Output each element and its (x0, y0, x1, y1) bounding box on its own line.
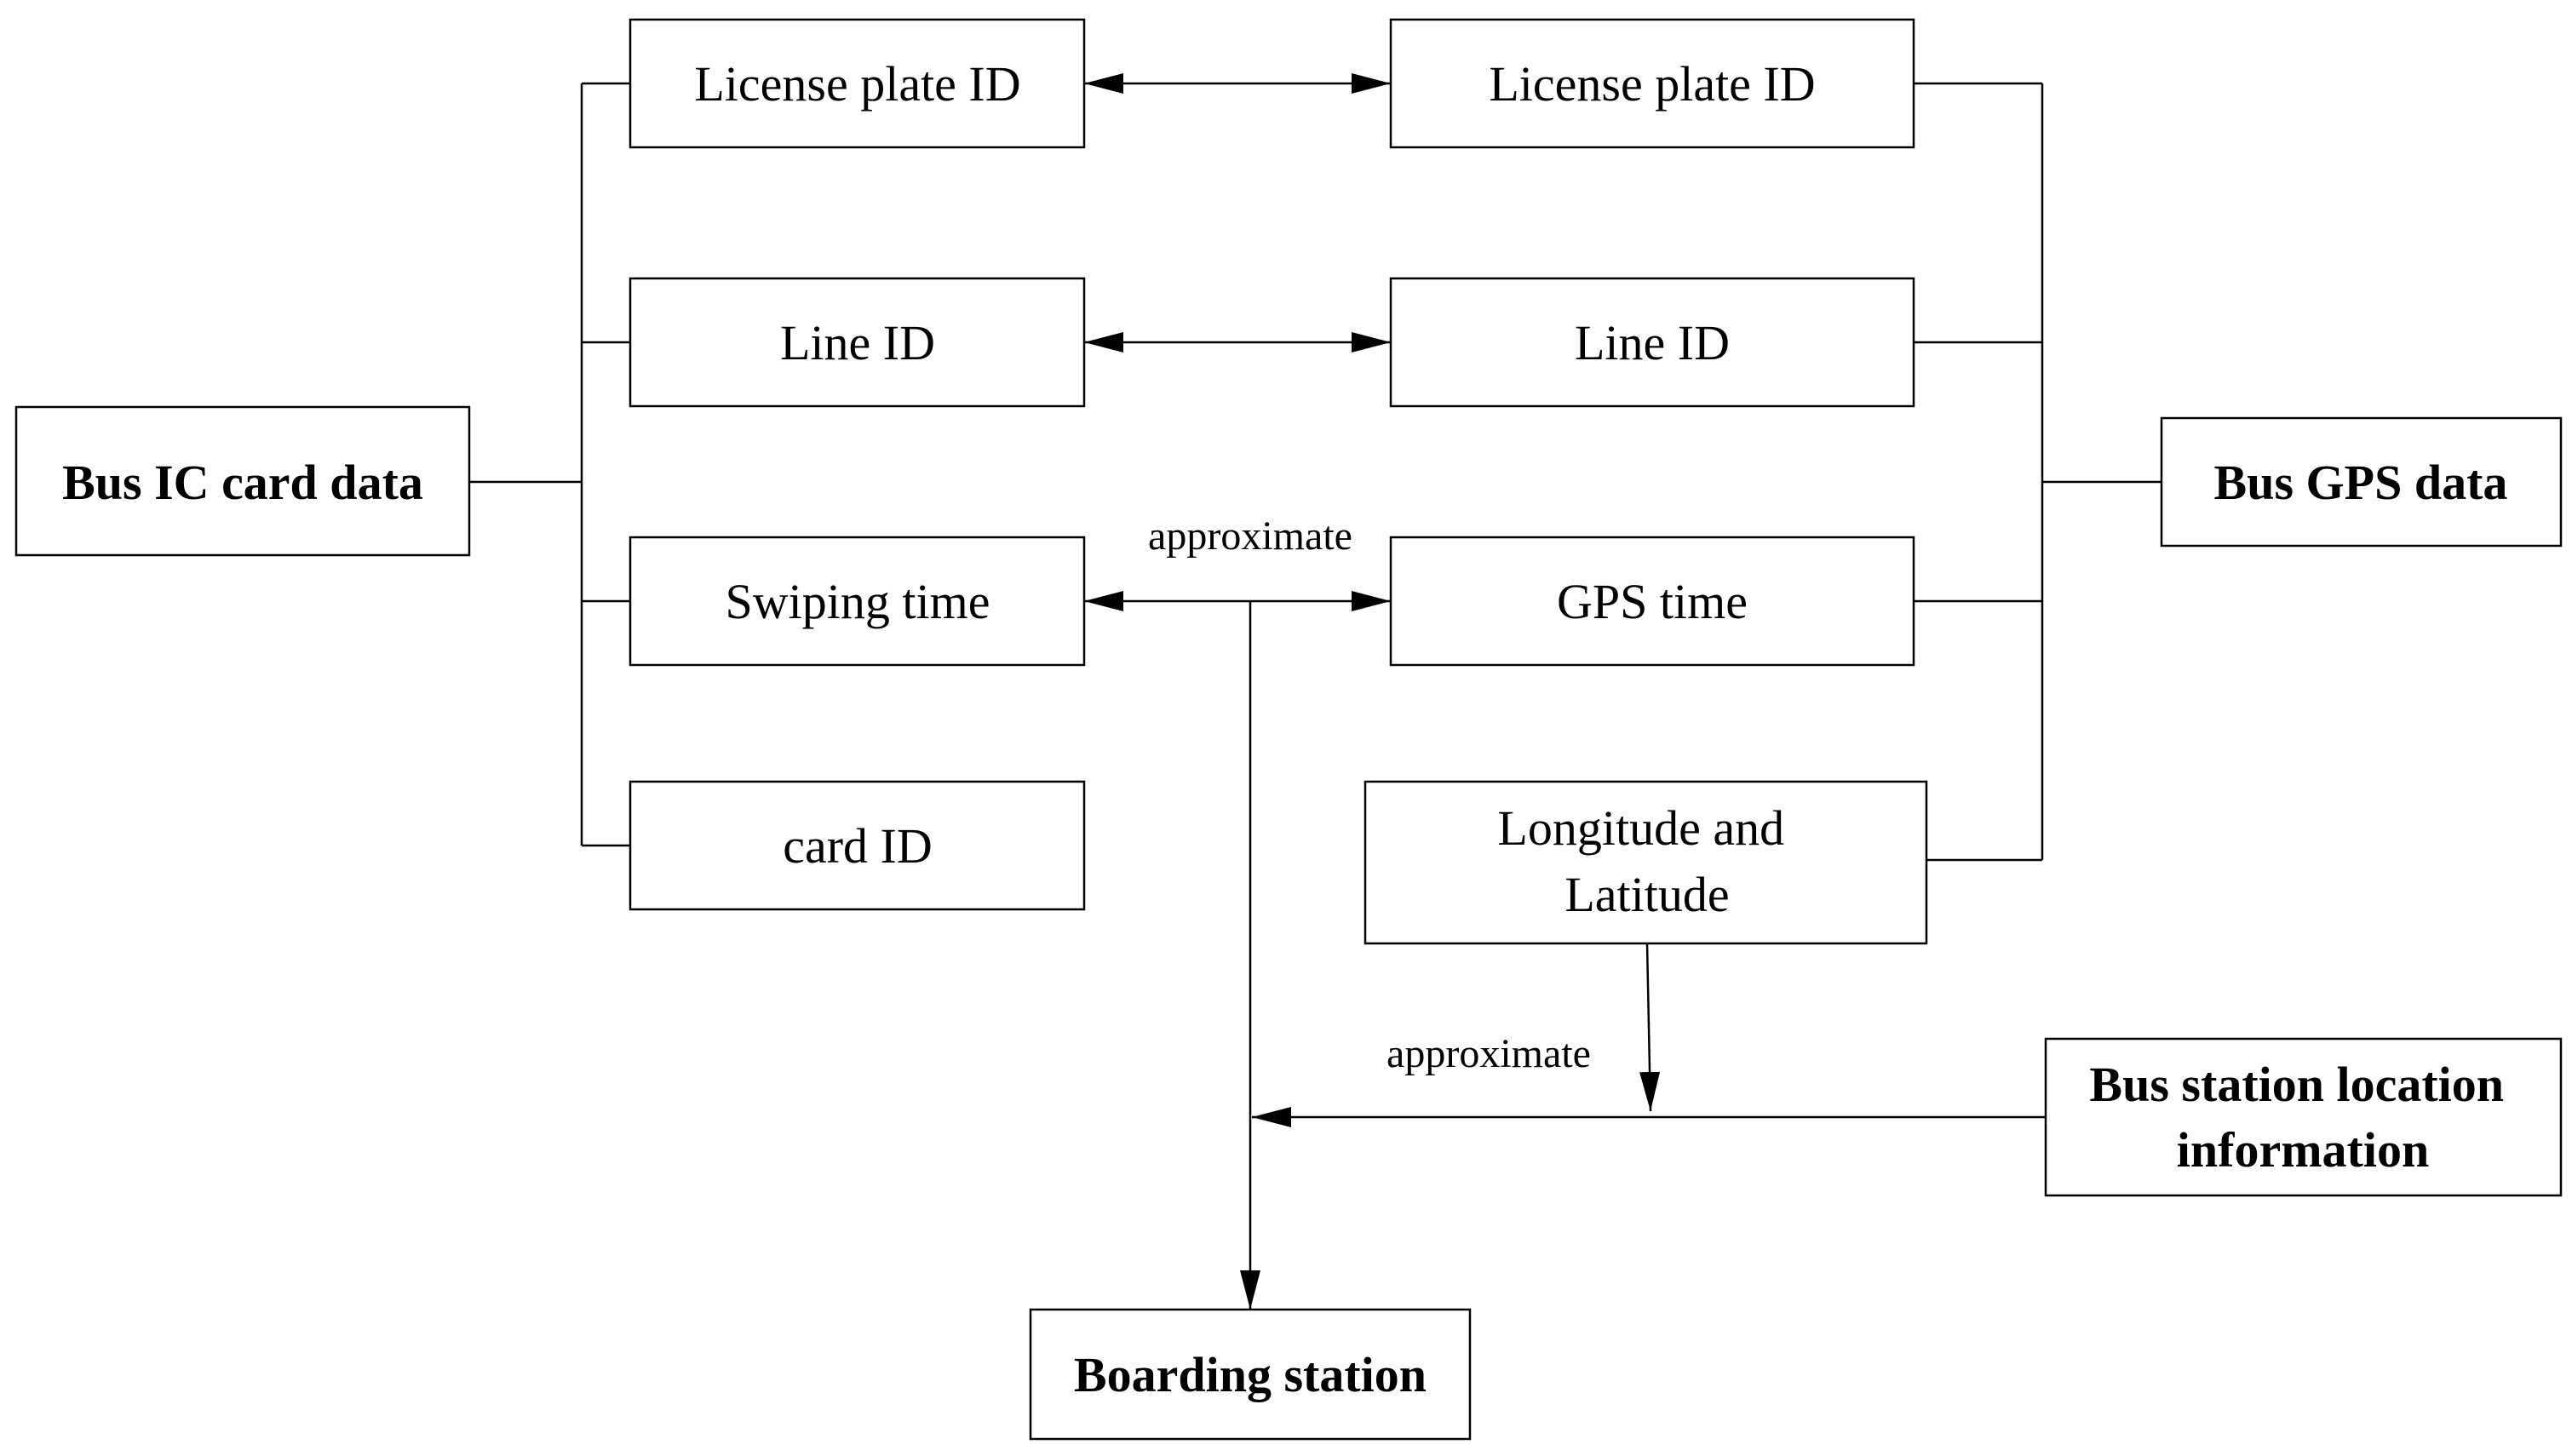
gps-line-id-label: Line ID (1575, 315, 1730, 370)
gps-time-label: GPS time (1557, 574, 1748, 629)
gps-data-bracket (1914, 82, 2162, 862)
gps-longitude-latitude-label: Longitude and Latitude (1497, 800, 1796, 922)
ic-card-bracket (469, 82, 630, 847)
time-approximate-label: approximate (1148, 513, 1352, 559)
bus-station-location-information-line-2: information (2177, 1122, 2429, 1178)
bus-gps-data-label: Bus GPS data (2214, 455, 2508, 510)
gps-longitude-latitude-line-1: Longitude and (1497, 800, 1784, 856)
boarding-station-label: Boarding station (1074, 1347, 1427, 1402)
ic-line-id-label: Line ID (780, 315, 935, 370)
gps-time-node: GPS time (1389, 536, 1915, 667)
location-approximate-arrow (1639, 943, 1661, 1112)
bus-ic-card-data-label: Bus IC card data (62, 455, 423, 510)
bus-station-location-information-label: Bus station location information (2089, 1057, 2516, 1178)
ic-swiping-time-label: Swiping time (726, 574, 990, 629)
bus-gps-data-node: Bus GPS data (2160, 416, 2563, 547)
ic-card-id-node: card ID (629, 780, 1086, 911)
gps-license-plate-id-node: License plate ID (1389, 18, 1915, 149)
location-approximate-label: approximate (1386, 1031, 1591, 1076)
gps-license-plate-id-label: License plate ID (1489, 56, 1815, 112)
ic-license-plate-id-label: License plate ID (694, 56, 1020, 112)
ic-license-plate-id-node: License plate ID (629, 18, 1086, 149)
boarding-station-node: Boarding station (1029, 1308, 1472, 1441)
ic-swiping-time-node: Swiping time (629, 536, 1086, 667)
gps-longitude-latitude-line-2: Latitude (1564, 867, 1729, 922)
ic-card-id-label: card ID (783, 818, 933, 874)
bus-ic-card-data-node: Bus IC card data (14, 405, 471, 557)
gps-longitude-latitude-node: Longitude and Latitude (1364, 780, 1928, 945)
bus-station-location-information-line-1: Bus station location (2089, 1057, 2504, 1112)
ic-line-id-node: Line ID (629, 277, 1086, 408)
bus-station-location-information-node: Bus station location information (2044, 1037, 2563, 1197)
gps-line-id-node: Line ID (1389, 277, 1915, 408)
